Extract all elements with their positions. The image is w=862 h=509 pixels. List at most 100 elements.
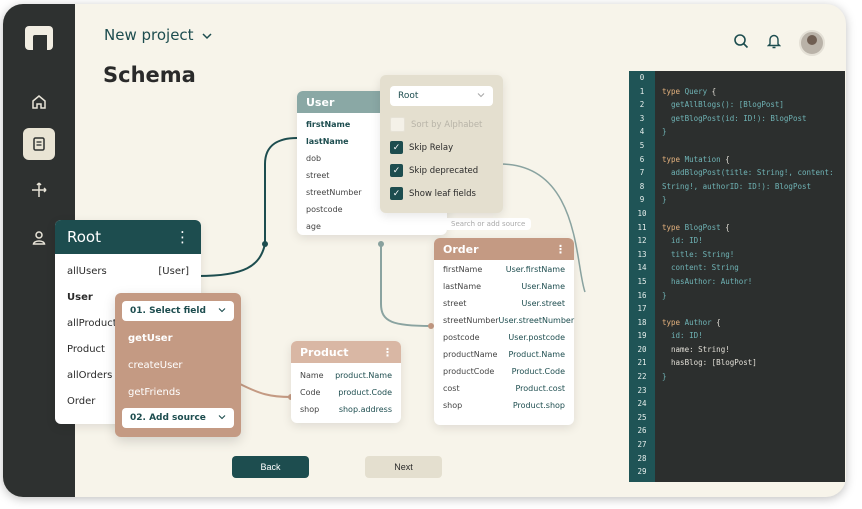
- home-icon[interactable]: [23, 86, 55, 118]
- root-field[interactable]: User: [67, 291, 93, 303]
- code-line: }: [662, 372, 667, 382]
- code-line: id: ID!: [662, 236, 703, 246]
- user-field[interactable]: firstName: [306, 120, 351, 129]
- line-number: 15: [637, 276, 647, 286]
- field-picker: 01. Select field getUser createUser getF…: [115, 293, 241, 437]
- line-number: 9: [639, 195, 645, 205]
- code-line: getAllBlogs(): [BlogPost]: [662, 100, 784, 110]
- line-number: 22: [637, 372, 647, 382]
- code-line: [662, 71, 834, 85]
- code-line: [662, 411, 834, 425]
- move-icon[interactable]: [23, 174, 55, 206]
- document-icon[interactable]: [23, 128, 55, 160]
- skip-deprecated-checkbox[interactable]: ✓Skip deprecated: [390, 159, 493, 182]
- code-line: [662, 384, 834, 398]
- line-number: 11: [637, 222, 647, 232]
- code-line: content: String: [662, 263, 739, 273]
- connectors: [197, 137, 586, 400]
- code-line: type BlogPost {: [662, 222, 730, 232]
- line-number: 8: [639, 181, 645, 191]
- root-field[interactable]: allOrders: [67, 369, 113, 381]
- line-number: 12: [637, 236, 647, 246]
- option-get-user[interactable]: getUser: [128, 333, 173, 344]
- line-number: 25: [637, 412, 647, 422]
- user-field[interactable]: streetNumber: [306, 188, 362, 197]
- user-field[interactable]: postcode: [306, 205, 343, 214]
- search-source-input[interactable]: Search or add source: [447, 218, 531, 230]
- skip-relay-checkbox[interactable]: ✓Skip Relay: [390, 136, 493, 159]
- line-number: 14: [637, 263, 647, 273]
- user-field[interactable]: dob: [306, 154, 322, 163]
- project-name: New project: [104, 26, 194, 44]
- bell-icon[interactable]: [766, 33, 782, 53]
- more-icon[interactable]: ⋮: [382, 345, 393, 359]
- code-line: [662, 139, 834, 153]
- user-field[interactable]: lastName: [306, 137, 349, 146]
- show-leaf-fields-checkbox[interactable]: ✓Show leaf fields: [390, 182, 493, 205]
- add-source-dropdown[interactable]: 02. Add source: [122, 408, 234, 428]
- options-panel: Root Sort by Alphabet ✓Skip Relay ✓Skip …: [380, 75, 503, 213]
- check-icon: ✓: [390, 141, 403, 154]
- more-icon[interactable]: ⋮: [175, 228, 190, 246]
- line-number: 2: [639, 100, 645, 110]
- page-title: Schema: [103, 63, 196, 87]
- more-icon[interactable]: ⋮: [555, 242, 566, 256]
- user-field[interactable]: age: [306, 222, 321, 231]
- line-number: 16: [637, 290, 647, 300]
- schema-canvas: New project Schema User firstName lastNa: [55, 4, 627, 497]
- check-icon: ✓: [390, 164, 403, 177]
- root-field[interactable]: Product: [67, 343, 105, 355]
- user-icon[interactable]: [23, 222, 55, 254]
- line-number: 3: [639, 113, 645, 123]
- code-line: [662, 397, 834, 411]
- code-line: String!, authorID: ID!): BlogPost: [662, 181, 812, 191]
- code-line: hasAuthor: Author!: [662, 276, 753, 286]
- app-window: New project Schema User firstName lastNa: [3, 4, 846, 497]
- option-create-user[interactable]: createUser: [128, 360, 183, 371]
- root-card-title: Root: [67, 228, 101, 246]
- root-field[interactable]: Order: [67, 395, 96, 407]
- chevron-down-icon: [202, 26, 212, 44]
- line-number: 6: [639, 154, 645, 164]
- select-field-dropdown[interactable]: 01. Select field: [122, 301, 234, 321]
- order-card-title: Order: [443, 242, 479, 256]
- chevron-down-icon: [477, 91, 485, 101]
- back-button[interactable]: Back: [232, 456, 309, 478]
- top-toolbar: [733, 30, 825, 56]
- root-field[interactable]: allUsers[User]: [67, 265, 189, 277]
- option-get-friends[interactable]: getFriends: [128, 387, 181, 398]
- sort-alphabet-checkbox[interactable]: Sort by Alphabet: [390, 113, 493, 136]
- root-field[interactable]: allProducts: [67, 317, 122, 329]
- code-line: }: [662, 195, 667, 205]
- line-number: 19: [637, 331, 647, 341]
- avatar[interactable]: [799, 30, 825, 56]
- line-number: 20: [637, 344, 647, 354]
- line-number: 7: [639, 168, 645, 178]
- code-line: [662, 424, 834, 438]
- code-line: id: ID!: [662, 331, 703, 341]
- root-select[interactable]: Root: [390, 86, 493, 106]
- code-line: [662, 465, 834, 479]
- project-selector[interactable]: New project: [104, 26, 212, 44]
- logo: [25, 26, 53, 50]
- search-icon[interactable]: [733, 33, 749, 53]
- line-number: 13: [637, 249, 647, 259]
- line-number: 18: [637, 317, 647, 327]
- next-button[interactable]: Next: [365, 456, 442, 478]
